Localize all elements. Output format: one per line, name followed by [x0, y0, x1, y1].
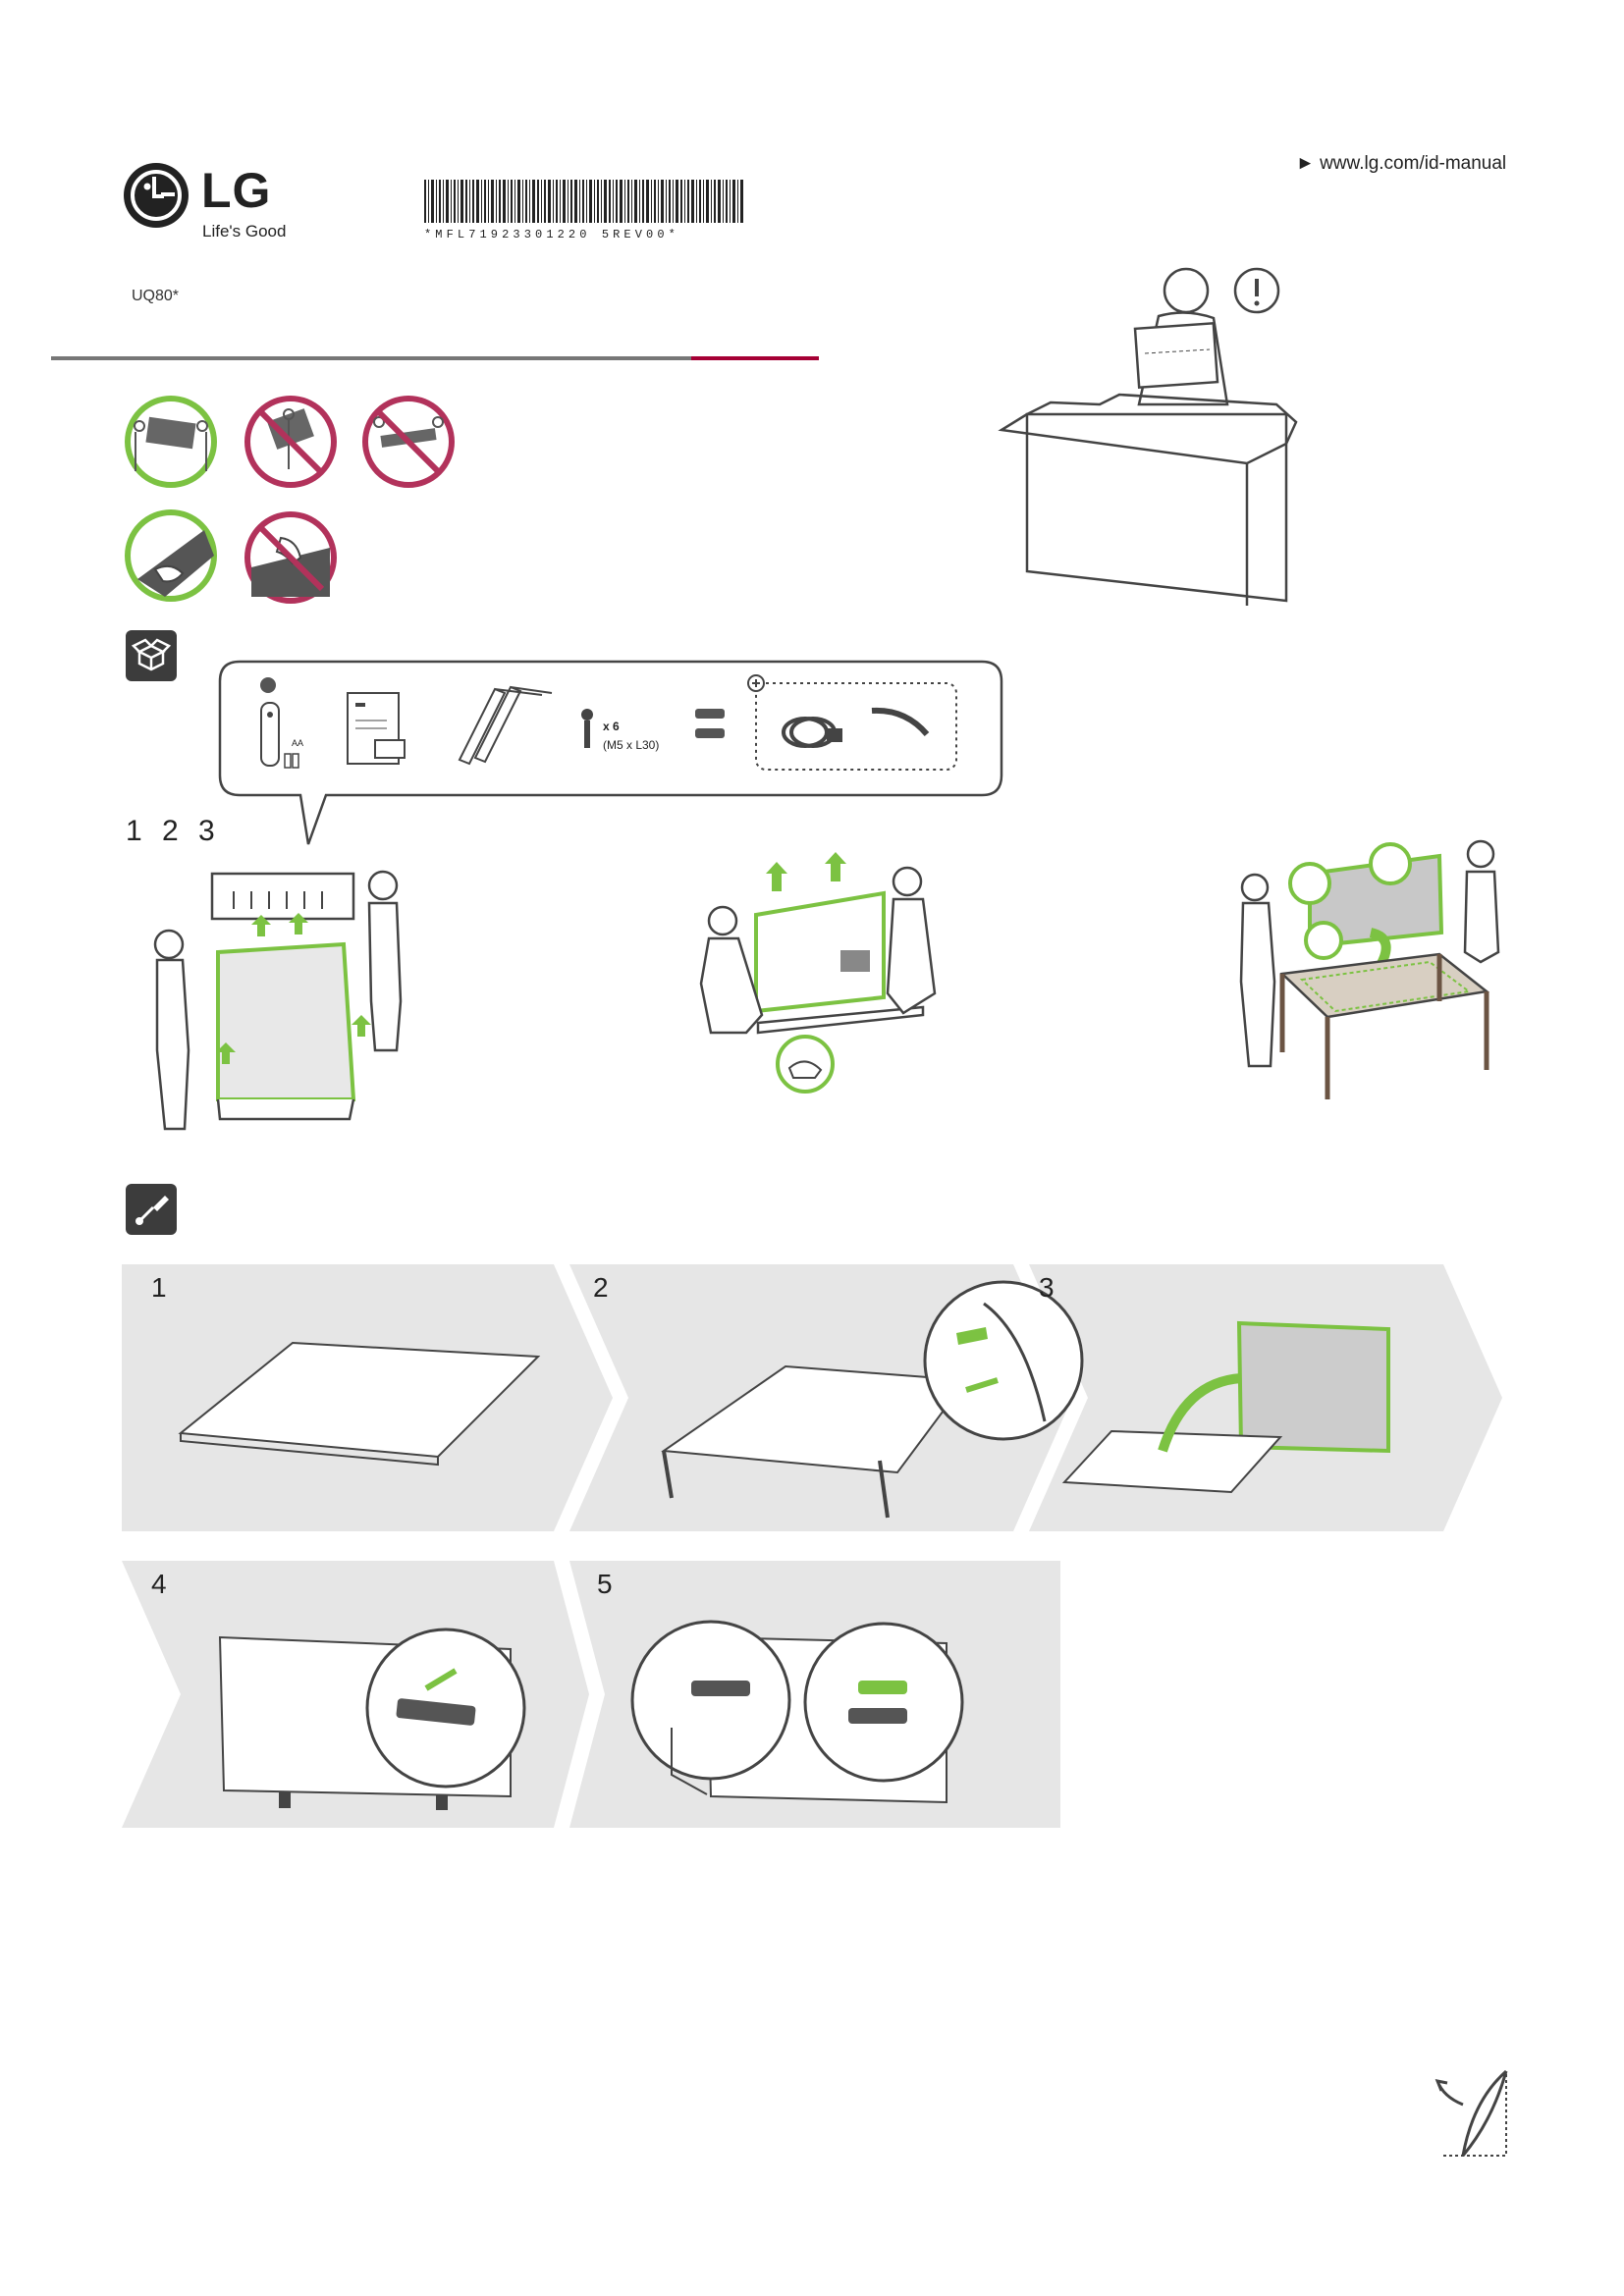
- barcode: [424, 180, 744, 223]
- screwdriver-icon: [126, 1184, 177, 1235]
- read-manual-warning-illustration: [992, 257, 1306, 611]
- header-divider: [51, 356, 691, 360]
- page-turn-icon: [1434, 2061, 1512, 2160]
- unpack-lift-tv-illustration: [687, 846, 952, 1111]
- no-touch-screen-icon: [242, 508, 359, 607]
- box-contents-icon: [126, 630, 177, 681]
- assembly-panels: [122, 1264, 1516, 1826]
- step-number-1: 1: [151, 1272, 167, 1304]
- accessories-bubble: [218, 660, 1003, 846]
- step-number-4: 4: [151, 1569, 167, 1600]
- manual-url-link[interactable]: ► www.lg.com/id-manual: [1296, 153, 1506, 175]
- barcode-text: *MFL71923301220 5REV00*: [424, 228, 679, 241]
- optional-plus-icon: [748, 675, 764, 691]
- screw-count: x 6: [603, 720, 620, 733]
- header-divider-accent: [691, 356, 819, 360]
- lg-logo-icon: [124, 163, 189, 228]
- unpacking-steps-label: 1 2 3: [126, 815, 221, 848]
- ok-hold-edge-icon: [128, 512, 214, 599]
- screw-spec: (M5 x L30): [603, 738, 659, 752]
- unpack-place-on-table-illustration: [1233, 844, 1508, 1109]
- ok-handling-icon: [128, 399, 214, 485]
- model-number: UQ80*: [132, 288, 179, 305]
- unpack-lift-box-illustration: [147, 854, 412, 1139]
- no-lay-flat-icon: [359, 393, 477, 491]
- step4-cable-holder: [220, 1629, 524, 1810]
- brand-tagline: Life's Good: [202, 222, 286, 241]
- step-number-5: 5: [597, 1569, 613, 1600]
- battery-label: AA: [292, 738, 303, 748]
- manual-booklet-icon: [348, 693, 405, 764]
- step-number-2: 2: [593, 1272, 609, 1304]
- no-lift-by-screen-icon: [242, 393, 359, 491]
- step-number-3: 3: [1039, 1272, 1055, 1304]
- brand-name: LG: [201, 162, 271, 219]
